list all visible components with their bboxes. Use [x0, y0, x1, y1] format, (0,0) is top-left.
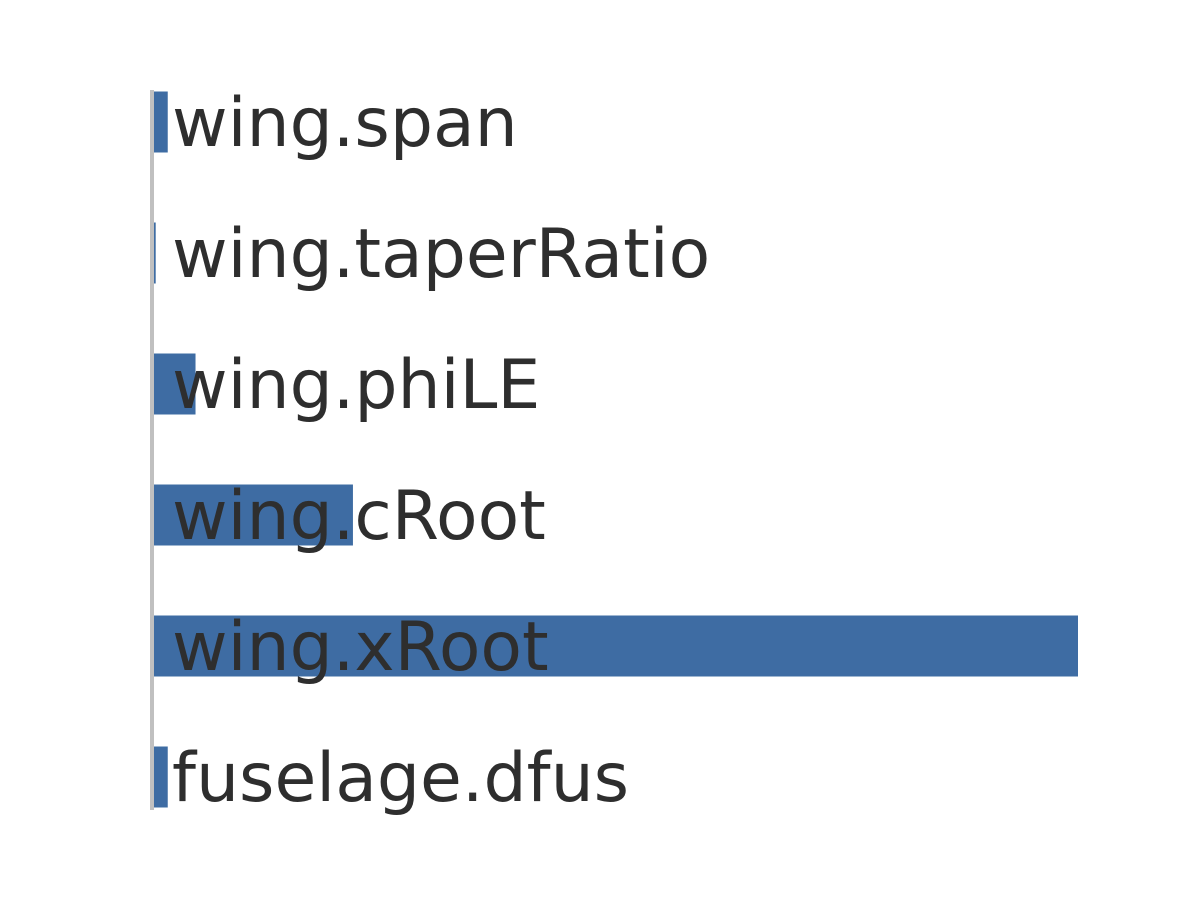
labels-layer: wing.span wing.taperRatio wing.phiLE wing.c… [172, 84, 710, 818]
bar-wing-xroot [152, 615, 1078, 677]
bar-wing-croot [152, 484, 353, 546]
category-label: wing.taperRatio [172, 215, 710, 294]
category-label: fuselage.dfus [172, 739, 629, 818]
bar-fuselage-dfus [152, 746, 168, 808]
category-label: wing.cRoot [172, 477, 546, 556]
category-label: wing.span [172, 84, 518, 163]
bar-wing-phile [152, 353, 196, 415]
bars-layer [152, 91, 1078, 808]
category-label: wing.phiLE [172, 346, 540, 425]
category-label: wing.xRoot [172, 608, 549, 687]
bar-wing-span [152, 91, 168, 153]
